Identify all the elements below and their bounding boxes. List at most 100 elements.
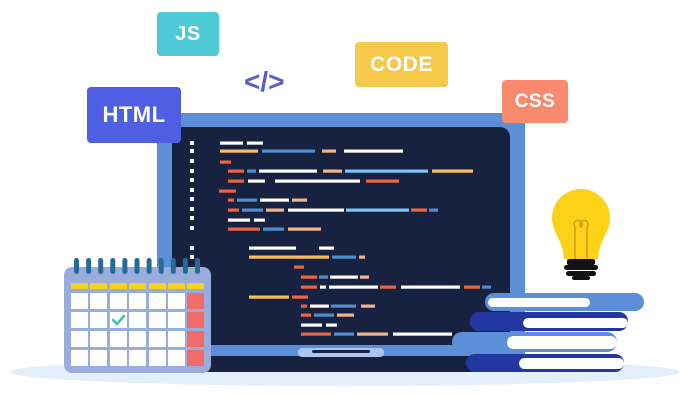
code-token	[334, 332, 354, 336]
code-token	[228, 198, 234, 202]
calendar-header-cell	[168, 283, 185, 289]
code-token	[464, 285, 480, 289]
calendar-ring	[146, 258, 152, 274]
css-badge: CSS	[502, 80, 568, 123]
code-token	[219, 189, 236, 193]
code-token	[266, 208, 284, 212]
code-token	[249, 246, 296, 250]
code-lines	[190, 141, 491, 336]
code-token	[248, 179, 265, 183]
code-token	[263, 227, 284, 231]
calendar-ring	[110, 258, 116, 274]
calendar-day-cell	[168, 312, 185, 328]
calendar-day-cell	[129, 312, 146, 328]
line-number-marker	[190, 149, 194, 153]
line-number-marker	[190, 207, 194, 211]
calendar-ring	[182, 258, 188, 274]
js-badge: JS	[157, 12, 219, 56]
code-token	[247, 169, 256, 173]
calendar-day-cell	[187, 312, 204, 328]
code-token	[260, 198, 289, 202]
code-token	[319, 275, 328, 279]
line-number-marker	[190, 178, 194, 182]
line-number-marker	[190, 197, 194, 201]
laptop	[157, 113, 525, 372]
check-icon	[111, 314, 126, 326]
code-token	[330, 275, 358, 279]
calendar-day-cell	[187, 350, 204, 366]
calendar-day-cell	[71, 293, 88, 309]
calendar-ring	[134, 258, 140, 274]
code-token	[346, 208, 409, 212]
calendar-day-cell	[187, 293, 204, 309]
code-token	[228, 169, 244, 173]
calendar-day-cell	[110, 293, 127, 309]
calendar-day-cell	[71, 350, 88, 366]
code-token	[292, 295, 308, 299]
code-token	[331, 304, 356, 308]
calendar-day-cell	[110, 331, 127, 347]
calendar-ring	[74, 258, 79, 274]
calendar-day-cell	[129, 293, 146, 309]
code-token	[228, 227, 260, 231]
code-token	[401, 285, 460, 289]
line-number-marker	[190, 159, 194, 163]
code-token	[254, 218, 265, 222]
code-token	[247, 141, 263, 145]
code-token	[249, 255, 329, 259]
line-number-marker	[190, 246, 194, 250]
code-token	[242, 208, 263, 212]
calendar-ring	[86, 258, 92, 274]
calendar-day-cell	[168, 350, 185, 366]
code-token	[228, 218, 250, 222]
calendar-ring	[98, 258, 104, 274]
code-token	[301, 304, 307, 308]
code-token	[288, 227, 321, 231]
calendar-day-cell	[129, 350, 146, 366]
code-token	[322, 149, 336, 153]
code-token	[319, 246, 334, 250]
code-token	[220, 141, 243, 145]
code-token	[345, 169, 428, 173]
code-token	[301, 323, 322, 327]
line-number-marker	[190, 216, 194, 220]
calendar-day-cell	[129, 331, 146, 347]
code-token	[310, 304, 329, 308]
code-token	[482, 285, 491, 289]
calendar-header-cell	[71, 283, 88, 289]
code-token	[228, 208, 239, 212]
code-token	[326, 323, 337, 327]
code-token	[323, 169, 342, 173]
html-badge: HTML	[87, 87, 181, 143]
code-token	[329, 285, 378, 289]
line-number-marker	[190, 226, 194, 230]
calendar-header-cell	[90, 283, 107, 289]
laptop-screen	[172, 127, 510, 345]
code-token	[294, 265, 304, 269]
calendar-header-cell	[110, 283, 127, 289]
calendar-day-cell	[187, 331, 204, 347]
code-token	[259, 169, 317, 173]
code-token	[314, 313, 334, 317]
calendar-ring	[195, 258, 200, 274]
calendar-day-cell	[90, 312, 107, 328]
code-token	[262, 149, 315, 153]
code-token	[237, 198, 257, 202]
code-token	[301, 275, 317, 279]
code-token	[320, 285, 326, 289]
calendar-day-cell	[90, 293, 107, 309]
calendar-ring	[122, 258, 128, 274]
code-token	[380, 285, 396, 289]
code-token	[220, 160, 231, 164]
calendar-header-cell	[187, 283, 204, 289]
code-token	[411, 208, 427, 212]
code-tag-icon: </>	[244, 66, 285, 97]
code-token	[301, 285, 317, 289]
code-token	[332, 255, 356, 259]
line-number-marker	[190, 188, 194, 192]
line-number-marker	[190, 255, 194, 259]
calendar-day-cell	[168, 293, 185, 309]
code-badge: CODE	[355, 42, 448, 87]
code-token	[301, 313, 311, 317]
